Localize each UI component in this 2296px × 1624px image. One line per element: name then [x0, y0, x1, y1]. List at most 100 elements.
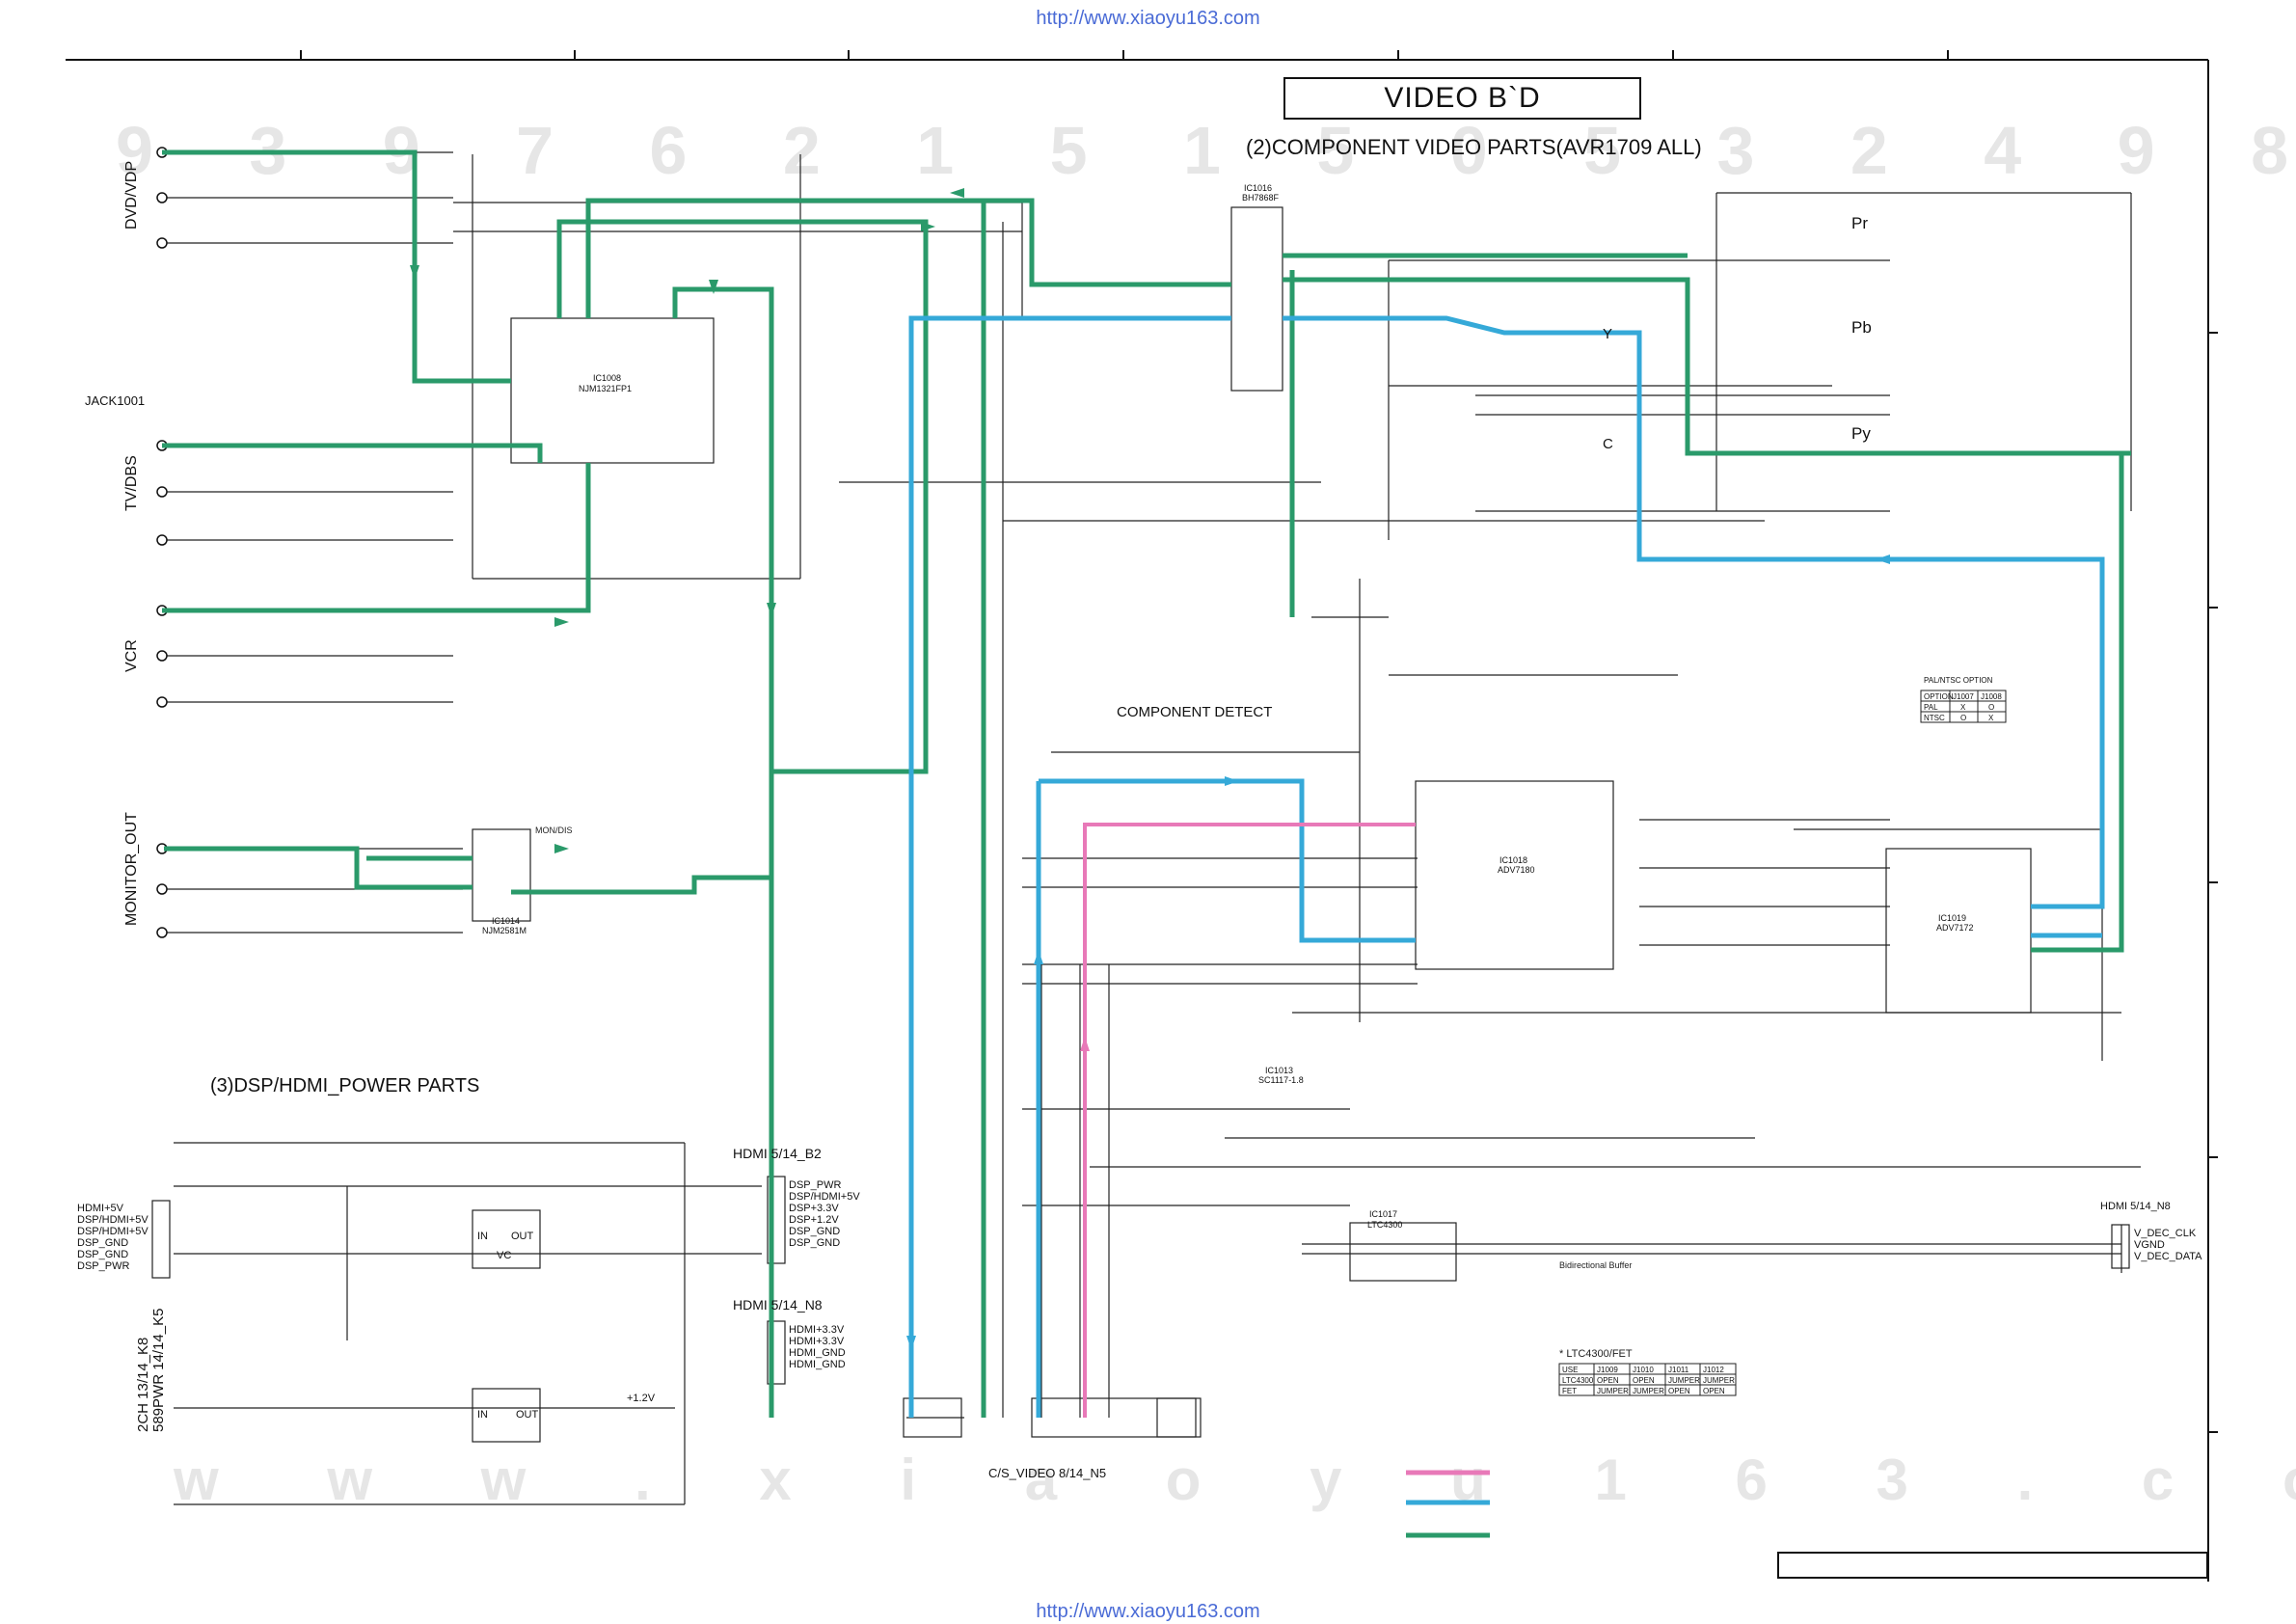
connector-label-589pwr: 589PWR 14/14_K5 [150, 1308, 167, 1432]
hdmi-n8-clk-connector-label: HDMI 5/14_N8 [2100, 1201, 2171, 1212]
svg-text:HDMI_GND: HDMI_GND [789, 1347, 846, 1359]
svg-text:HDMI+3.3V: HDMI+3.3V [789, 1324, 845, 1336]
svg-text:HDMI+5V: HDMI+5V [77, 1203, 124, 1214]
wiring [151, 151, 2141, 1505]
output-label-py: Py [1851, 424, 1871, 443]
output-label-y: Y [1603, 326, 1613, 342]
ltc-note-label: * LTC4300/FET [1559, 1348, 1633, 1360]
svg-text:J1012: J1012 [1703, 1366, 1724, 1374]
blue-signal-path [908, 315, 2105, 1418]
pink-signal-path [1083, 823, 1416, 1418]
svg-text:IC1017: IC1017 [1369, 1209, 1397, 1219]
svg-text:JUMPER: JUMPER [1703, 1376, 1735, 1385]
svg-text:DSP_PWR: DSP_PWR [789, 1179, 841, 1191]
svg-text:DSP+3.3V: DSP+3.3V [789, 1203, 839, 1214]
green-signal-path [162, 149, 2131, 1418]
option-table-text: PAL/NTSC OPTION OPTION J1007 J1008 PAL X… [1562, 676, 2002, 1395]
svg-text:VC: VC [497, 1250, 511, 1261]
output-label-pb: Pb [1851, 318, 1872, 337]
svg-text:DSP_GND: DSP_GND [77, 1249, 128, 1260]
svg-text:X: X [1988, 714, 1994, 722]
svg-text:DSP+1.2V: DSP+1.2V [789, 1214, 839, 1226]
svg-text:+1.2V: +1.2V [627, 1393, 656, 1404]
svg-text:IC1016: IC1016 [1244, 183, 1272, 193]
connector-label-2ch: 2CH 13/14_K8 [135, 1337, 151, 1432]
svg-text:NJM1321FP1: NJM1321FP1 [579, 384, 632, 393]
svg-text:V_DEC_CLK: V_DEC_CLK [2134, 1228, 2197, 1239]
footer-url[interactable]: http://www.xiaoyu163.com [1036, 1601, 1260, 1622]
svg-text:BH7868F: BH7868F [1242, 193, 1280, 203]
svg-text:LTC4300: LTC4300 [1562, 1376, 1594, 1385]
title-block [1777, 1552, 2208, 1579]
bidirectional-buffer-label: Bidirectional Buffer [1559, 1260, 1633, 1270]
svg-text:DSP/HDMI+5V: DSP/HDMI+5V [789, 1191, 860, 1203]
component-detect-label: COMPONENT DETECT [1117, 704, 1273, 720]
ic-labels: IC1008 NJM1321FP1 IC1016 BH7868F IC1018 … [482, 183, 1974, 1230]
svg-text:IC1014: IC1014 [492, 916, 520, 926]
svg-text:J1011: J1011 [1668, 1366, 1689, 1374]
svg-text:OUT: OUT [511, 1231, 534, 1242]
svg-text:IC1008: IC1008 [593, 373, 621, 383]
mon-dis-label: MON/DIS [535, 826, 573, 835]
cs-video-connector-label: C/S_VIDEO 8/14_N5 [988, 1466, 1107, 1480]
svg-text:NTSC: NTSC [1924, 714, 1945, 722]
svg-text:HDMI+3.3V: HDMI+3.3V [789, 1336, 845, 1347]
svg-text:J1007: J1007 [1953, 692, 1974, 701]
input-label-dvd: DVD/VDP [123, 160, 140, 230]
svg-text:NJM2581M: NJM2581M [482, 926, 527, 935]
svg-text:HDMI_GND: HDMI_GND [789, 1359, 846, 1370]
svg-text:ADV7180: ADV7180 [1498, 865, 1535, 875]
svg-text:JUMPER: JUMPER [1597, 1387, 1629, 1395]
watermark: 9 3 9 7 6 2 1 5 1 5 0 5 3 2 4 9 8 2 9 9 … [116, 113, 2296, 1512]
svg-text:PAL: PAL [1924, 703, 1938, 712]
header-url[interactable]: http://www.xiaoyu163.com [1036, 8, 1260, 29]
page-title: VIDEO B`D [1283, 77, 1641, 120]
svg-text:DSP_GND: DSP_GND [77, 1237, 128, 1249]
output-label-pr: Pr [1851, 214, 1868, 232]
svg-text:IC1019: IC1019 [1938, 913, 1966, 923]
svg-text:IC1013: IC1013 [1265, 1066, 1293, 1075]
svg-text:JUMPER: JUMPER [1633, 1387, 1664, 1395]
svg-text:DSP/HDMI+5V: DSP/HDMI+5V [77, 1226, 149, 1237]
svg-text:OUT: OUT [516, 1409, 539, 1421]
svg-text:VGND: VGND [2134, 1239, 2165, 1251]
svg-text:IC1018: IC1018 [1499, 855, 1527, 865]
svg-text:ADV7172: ADV7172 [1936, 923, 1974, 933]
input-label-tv: TV/DBS [123, 455, 140, 511]
svg-text:w w w . x i a o y u 1 6 3 . c: w w w . x i a o y u 1 6 3 . c o m [173, 1448, 2296, 1512]
svg-text:IN: IN [477, 1231, 488, 1242]
svg-text:DSP_PWR: DSP_PWR [77, 1260, 129, 1272]
color-legend [1406, 1470, 1490, 1538]
signal-arrows [410, 188, 1890, 1350]
svg-text:9 3 9 7 6 2 1 5 1 5 0 5 3 2 4: 9 3 9 7 6 2 1 5 1 5 0 5 3 2 4 9 8 2 9 9 [116, 113, 2296, 188]
svg-text:DSP_GND: DSP_GND [789, 1237, 840, 1249]
option-table-grid [1558, 690, 2007, 1396]
output-label-monitor: MONITOR_OUT [123, 812, 140, 926]
svg-text:FET: FET [1562, 1387, 1577, 1395]
connector-pins: HDMI+5V DSP/HDMI+5V DSP/HDMI+5V DSP_GND … [77, 1179, 2202, 1421]
svg-text:X: X [1960, 703, 1966, 712]
svg-text:OPEN: OPEN [1703, 1387, 1725, 1395]
svg-text:JUMPER: JUMPER [1668, 1376, 1700, 1385]
svg-text:OPTION: OPTION [1924, 692, 1954, 701]
sheet-border [66, 50, 2218, 1582]
svg-text:OPEN: OPEN [1633, 1376, 1655, 1385]
svg-text:LTC4300: LTC4300 [1367, 1220, 1402, 1230]
svg-text:J1009: J1009 [1597, 1366, 1618, 1374]
section-title-component: (2)COMPONENT VIDEO PARTS(AVR1709 ALL) [1246, 135, 1702, 159]
svg-text:PAL/NTSC OPTION: PAL/NTSC OPTION [1924, 676, 1993, 685]
svg-text:IN: IN [477, 1409, 488, 1421]
svg-text:V_DEC_DATA: V_DEC_DATA [2134, 1251, 2202, 1262]
svg-text:OPEN: OPEN [1597, 1376, 1619, 1385]
input-label-vcr: VCR [123, 639, 140, 672]
svg-text:OPEN: OPEN [1668, 1387, 1690, 1395]
jack-label: JACK1001 [85, 393, 146, 408]
svg-text:J1010: J1010 [1633, 1366, 1654, 1374]
svg-text:J1008: J1008 [1981, 692, 2002, 701]
svg-text:DSP_GND: DSP_GND [789, 1226, 840, 1237]
svg-text:DSP/HDMI+5V: DSP/HDMI+5V [77, 1214, 149, 1226]
jack-terminals [156, 147, 168, 938]
svg-text:O: O [1988, 703, 1994, 712]
section-title-power: (3)DSP/HDMI_POWER PARTS [210, 1075, 480, 1096]
